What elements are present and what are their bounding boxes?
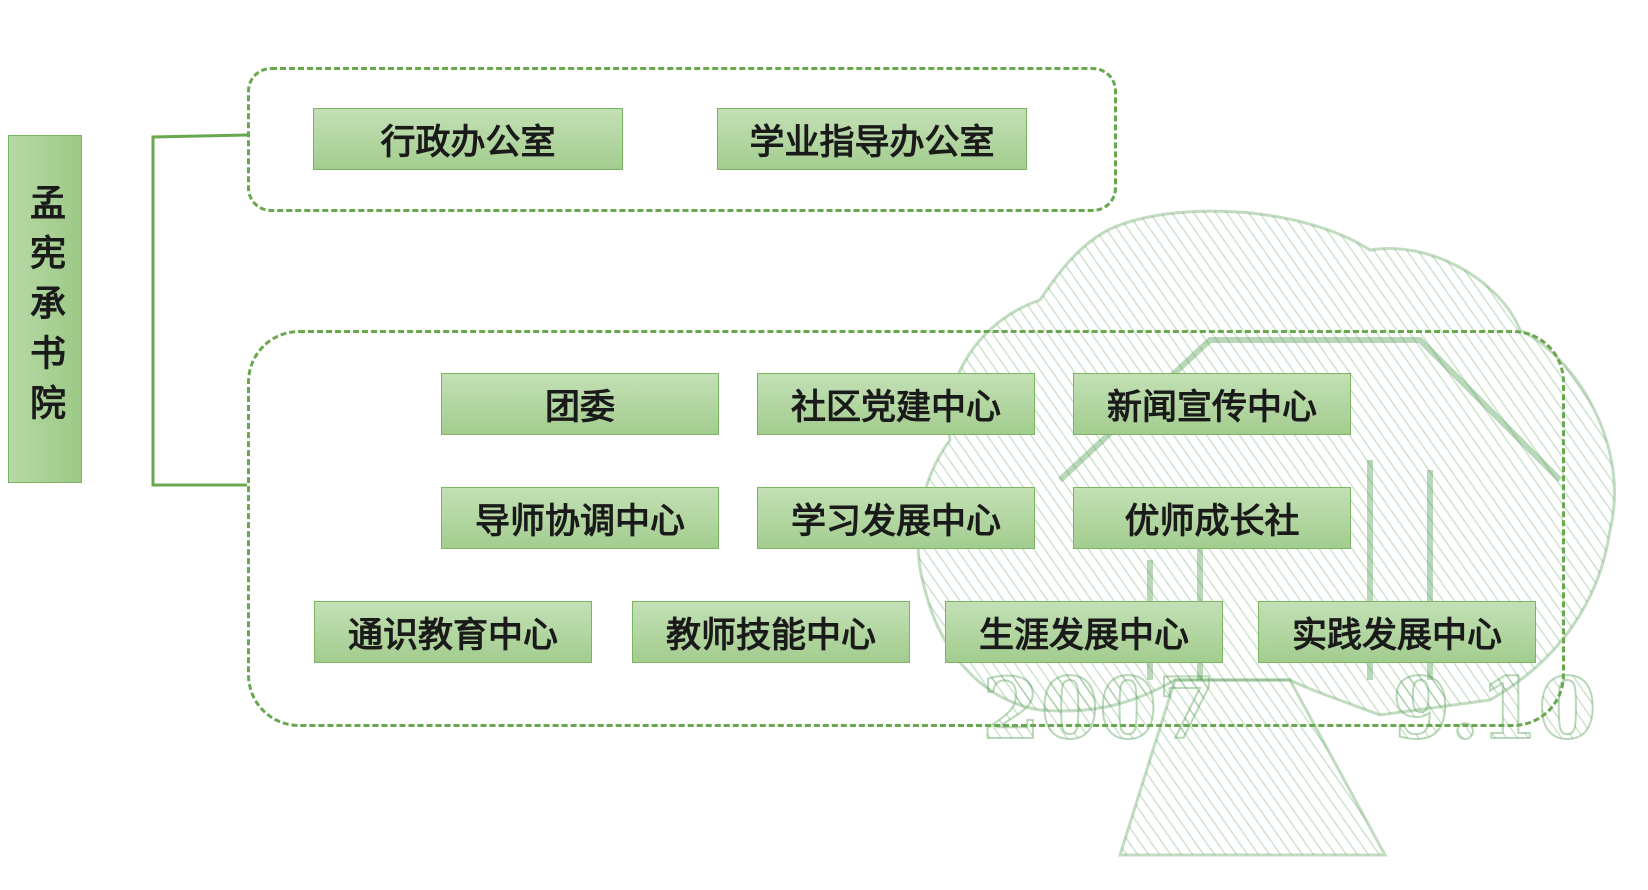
node-teaching-skills-center: 教师技能中心 — [632, 601, 910, 663]
node-mentor-coordination-center: 导师协调中心 — [441, 487, 719, 549]
node-community-party-center: 社区党建中心 — [757, 373, 1035, 435]
root-label: 孟宪承书院 — [24, 184, 66, 434]
root-node: 孟宪承书院 — [8, 135, 82, 483]
tree-trunk — [1117, 678, 1388, 857]
admin-offices-group — [247, 67, 1117, 212]
node-teacher-growth-club: 优师成长社 — [1073, 487, 1351, 549]
connector-bracket — [151, 133, 248, 487]
watermark-year: 2007 — [982, 659, 1216, 758]
node-general-education-center: 通识教育中心 — [314, 601, 592, 663]
node-academic-guidance-office: 学业指导办公室 — [717, 108, 1027, 170]
centers-group — [247, 330, 1565, 727]
node-practice-development-center: 实践发展中心 — [1258, 601, 1536, 663]
node-learning-development-center: 学习发展中心 — [757, 487, 1035, 549]
node-administrative-office: 行政办公室 — [313, 108, 623, 170]
node-youth-league: 团委 — [441, 373, 719, 435]
node-news-publicity-center: 新闻宣传中心 — [1073, 373, 1351, 435]
node-career-development-center: 生涯发展中心 — [945, 601, 1223, 663]
